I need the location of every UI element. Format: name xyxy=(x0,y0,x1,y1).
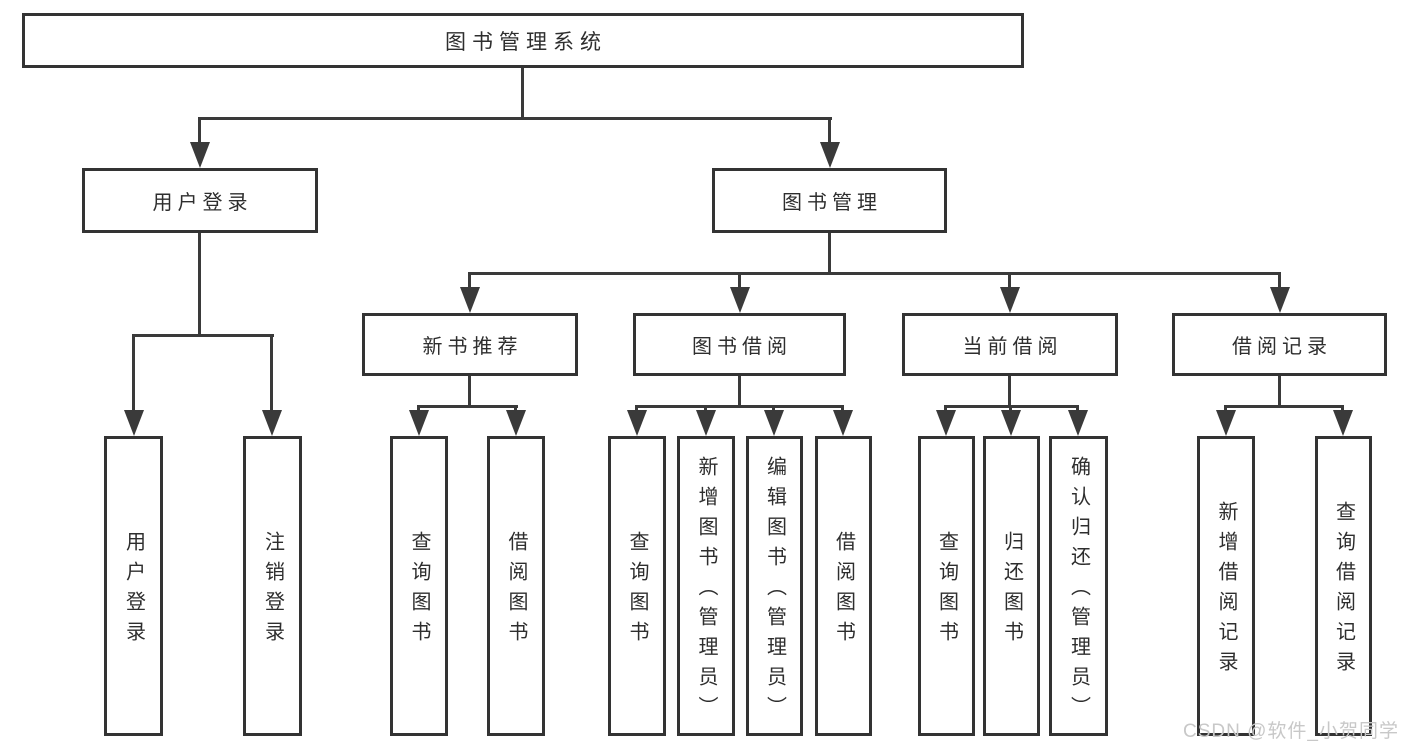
connector-line xyxy=(132,335,135,412)
arrow-down-icon xyxy=(124,410,144,436)
node-label: 新增借阅记录 xyxy=(1215,501,1237,681)
node-label: 图书管理 xyxy=(782,192,882,214)
node-label: 图书管理系统 xyxy=(445,30,607,54)
connector-line xyxy=(468,376,471,407)
arrow-down-icon xyxy=(506,410,526,436)
arrow-down-icon xyxy=(1000,287,1020,313)
node-label: 借阅图书 xyxy=(832,531,855,651)
arrow-down-icon xyxy=(1068,410,1088,436)
node-label: 查询图书 xyxy=(935,531,958,651)
connector-line xyxy=(1008,376,1011,407)
node-label: 注销登录 xyxy=(261,531,284,651)
leaf-newbook-query-book: 查询图书 xyxy=(390,436,448,736)
leaf-record-add-record: 新增借阅记录 xyxy=(1197,436,1255,736)
connector-line xyxy=(1278,273,1281,291)
connector-line xyxy=(468,273,471,291)
connector-line xyxy=(828,118,831,146)
connector-line xyxy=(270,335,273,412)
arrow-down-icon xyxy=(820,142,840,168)
arrow-down-icon xyxy=(764,410,784,436)
connector-line xyxy=(198,118,201,146)
arrow-down-icon xyxy=(1216,410,1236,436)
connector-line xyxy=(198,117,832,120)
node-label: 借阅图书 xyxy=(505,531,527,651)
watermark: CSDN @软件_小贺同学 xyxy=(1183,721,1399,742)
arrow-down-icon xyxy=(627,410,647,436)
node-label: 图书借阅 xyxy=(692,336,792,358)
arrow-down-icon xyxy=(696,410,716,436)
node-book-management: 图书管理 xyxy=(712,168,947,233)
leaf-newbook-borrow-book: 借阅图书 xyxy=(487,436,545,736)
connector-line xyxy=(132,334,274,337)
node-book-borrow: 图书借阅 xyxy=(633,313,846,376)
connector-line xyxy=(635,405,844,408)
node-label: 查询借阅记录 xyxy=(1332,501,1355,681)
arrow-down-icon xyxy=(1270,287,1290,313)
node-label: 新书推荐 xyxy=(422,336,523,358)
connector-line xyxy=(738,273,741,291)
node-label: 借阅记录 xyxy=(1232,336,1332,358)
arrow-down-icon xyxy=(936,410,956,436)
connector-line xyxy=(1008,273,1011,291)
node-root: 图书管理系统 xyxy=(22,13,1024,68)
node-label: 确认归还（管理员） xyxy=(1067,456,1090,726)
arrow-down-icon xyxy=(833,410,853,436)
connector-line xyxy=(468,272,1281,275)
node-current-borrow: 当前借阅 xyxy=(902,313,1118,376)
node-label: 新增图书（管理员） xyxy=(695,456,717,726)
node-borrow-record: 借阅记录 xyxy=(1172,313,1387,376)
node-new-book-recommend: 新书推荐 xyxy=(362,313,578,376)
node-label: 当前借阅 xyxy=(962,336,1063,358)
connector-line xyxy=(417,405,518,408)
arrow-down-icon xyxy=(730,287,750,313)
arrow-down-icon xyxy=(262,410,282,436)
leaf-borrow-borrow-book: 借阅图书 xyxy=(815,436,872,736)
node-label: 归还图书 xyxy=(1000,531,1023,651)
node-label: 查询图书 xyxy=(408,531,430,651)
leaf-user-login: 用户登录 xyxy=(104,436,163,736)
leaf-logout: 注销登录 xyxy=(243,436,302,736)
connector-line xyxy=(1224,405,1344,408)
arrow-down-icon xyxy=(190,142,210,168)
connector-line xyxy=(1278,376,1281,407)
leaf-borrow-add-book-admin: 新增图书（管理员） xyxy=(677,436,735,736)
node-label: 用户登录 xyxy=(152,192,253,214)
connector-line xyxy=(738,376,741,407)
node-label: 用户登录 xyxy=(122,531,145,651)
leaf-borrow-query-book: 查询图书 xyxy=(608,436,666,736)
arrow-down-icon xyxy=(1333,410,1353,436)
connector-line xyxy=(828,233,831,275)
connector-line xyxy=(198,233,201,336)
arrow-down-icon xyxy=(460,287,480,313)
leaf-current-query-book: 查询图书 xyxy=(918,436,975,736)
leaf-record-query-record: 查询借阅记录 xyxy=(1315,436,1372,736)
node-label: 编辑图书（管理员） xyxy=(763,456,786,726)
node-label: 查询图书 xyxy=(626,531,648,651)
leaf-borrow-edit-book-admin: 编辑图书（管理员） xyxy=(746,436,803,736)
arrow-down-icon xyxy=(409,410,429,436)
leaf-current-return-book: 归还图书 xyxy=(983,436,1040,736)
leaf-current-confirm-return-admin: 确认归还（管理员） xyxy=(1049,436,1108,736)
connector-line xyxy=(521,68,524,118)
arrow-down-icon xyxy=(1001,410,1021,436)
node-user-login: 用户登录 xyxy=(82,168,318,233)
